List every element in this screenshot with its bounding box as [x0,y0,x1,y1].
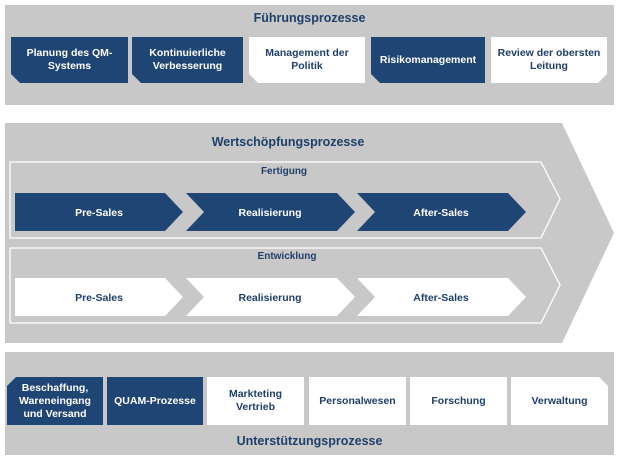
fuehrung-box-review: Review der obersten Leitung [491,37,607,83]
fuehrung-box-politik: Management der Politik [249,37,365,83]
fuehrung-box-planung: Planung des QM-Systems [11,37,128,83]
wertschoepfung-title: Wertschöpfungsprozesse [212,135,365,149]
unterstuetzung-box-beschaffung: Beschaffung, Wareneingang und Versand [7,377,103,425]
entwicklung-title: Entwicklung [258,251,317,262]
entwicklung-step-presales-label: Pre-Sales [75,292,123,304]
fuehrung-box-risikomanagement: Risikomanagement [371,37,485,83]
unterstuetzung-box-personalwesen: Personalwesen [309,377,406,425]
entwicklung-step-aftersales-label: After-Sales [413,292,469,304]
fertigung-step-presales-label: Pre-Sales [75,207,123,219]
entwicklung-step-realisierung-label: Realisierung [238,292,301,304]
entwicklung-step-presales [15,278,183,316]
unterstuetzungsprozesse-title: Unterstützungsprozesse [236,434,383,448]
fertigung-step-realisierung [186,193,355,231]
fertigung-step-presales [15,193,183,231]
fuehrung-box-verbesserung: Kontinuierliche Verbesserung [132,37,243,83]
fertigung-step-aftersales [357,193,526,231]
entwicklung-step-realisierung [186,278,355,316]
fertigung-step-aftersales-label: After-Sales [413,207,469,219]
unterstuetzung-box-quam: QUAM-Prozesse [107,377,203,425]
unterstuetzung-box-forschung: Forschung [410,377,507,425]
unterstuetzung-box-verwaltung: Verwaltung [511,377,608,425]
fertigung-step-realisierung-label: Realisierung [238,207,301,219]
fuehrungsprozesse-title: Führungsprozesse [253,11,366,25]
entwicklung-outline [9,247,561,324]
entwicklung-step-aftersales [357,278,526,316]
fertigung-outline [9,161,561,239]
unterstuetzung-box-marketing: Markteting Vertrieb [207,377,304,425]
fertigung-title: Fertigung [261,166,307,177]
